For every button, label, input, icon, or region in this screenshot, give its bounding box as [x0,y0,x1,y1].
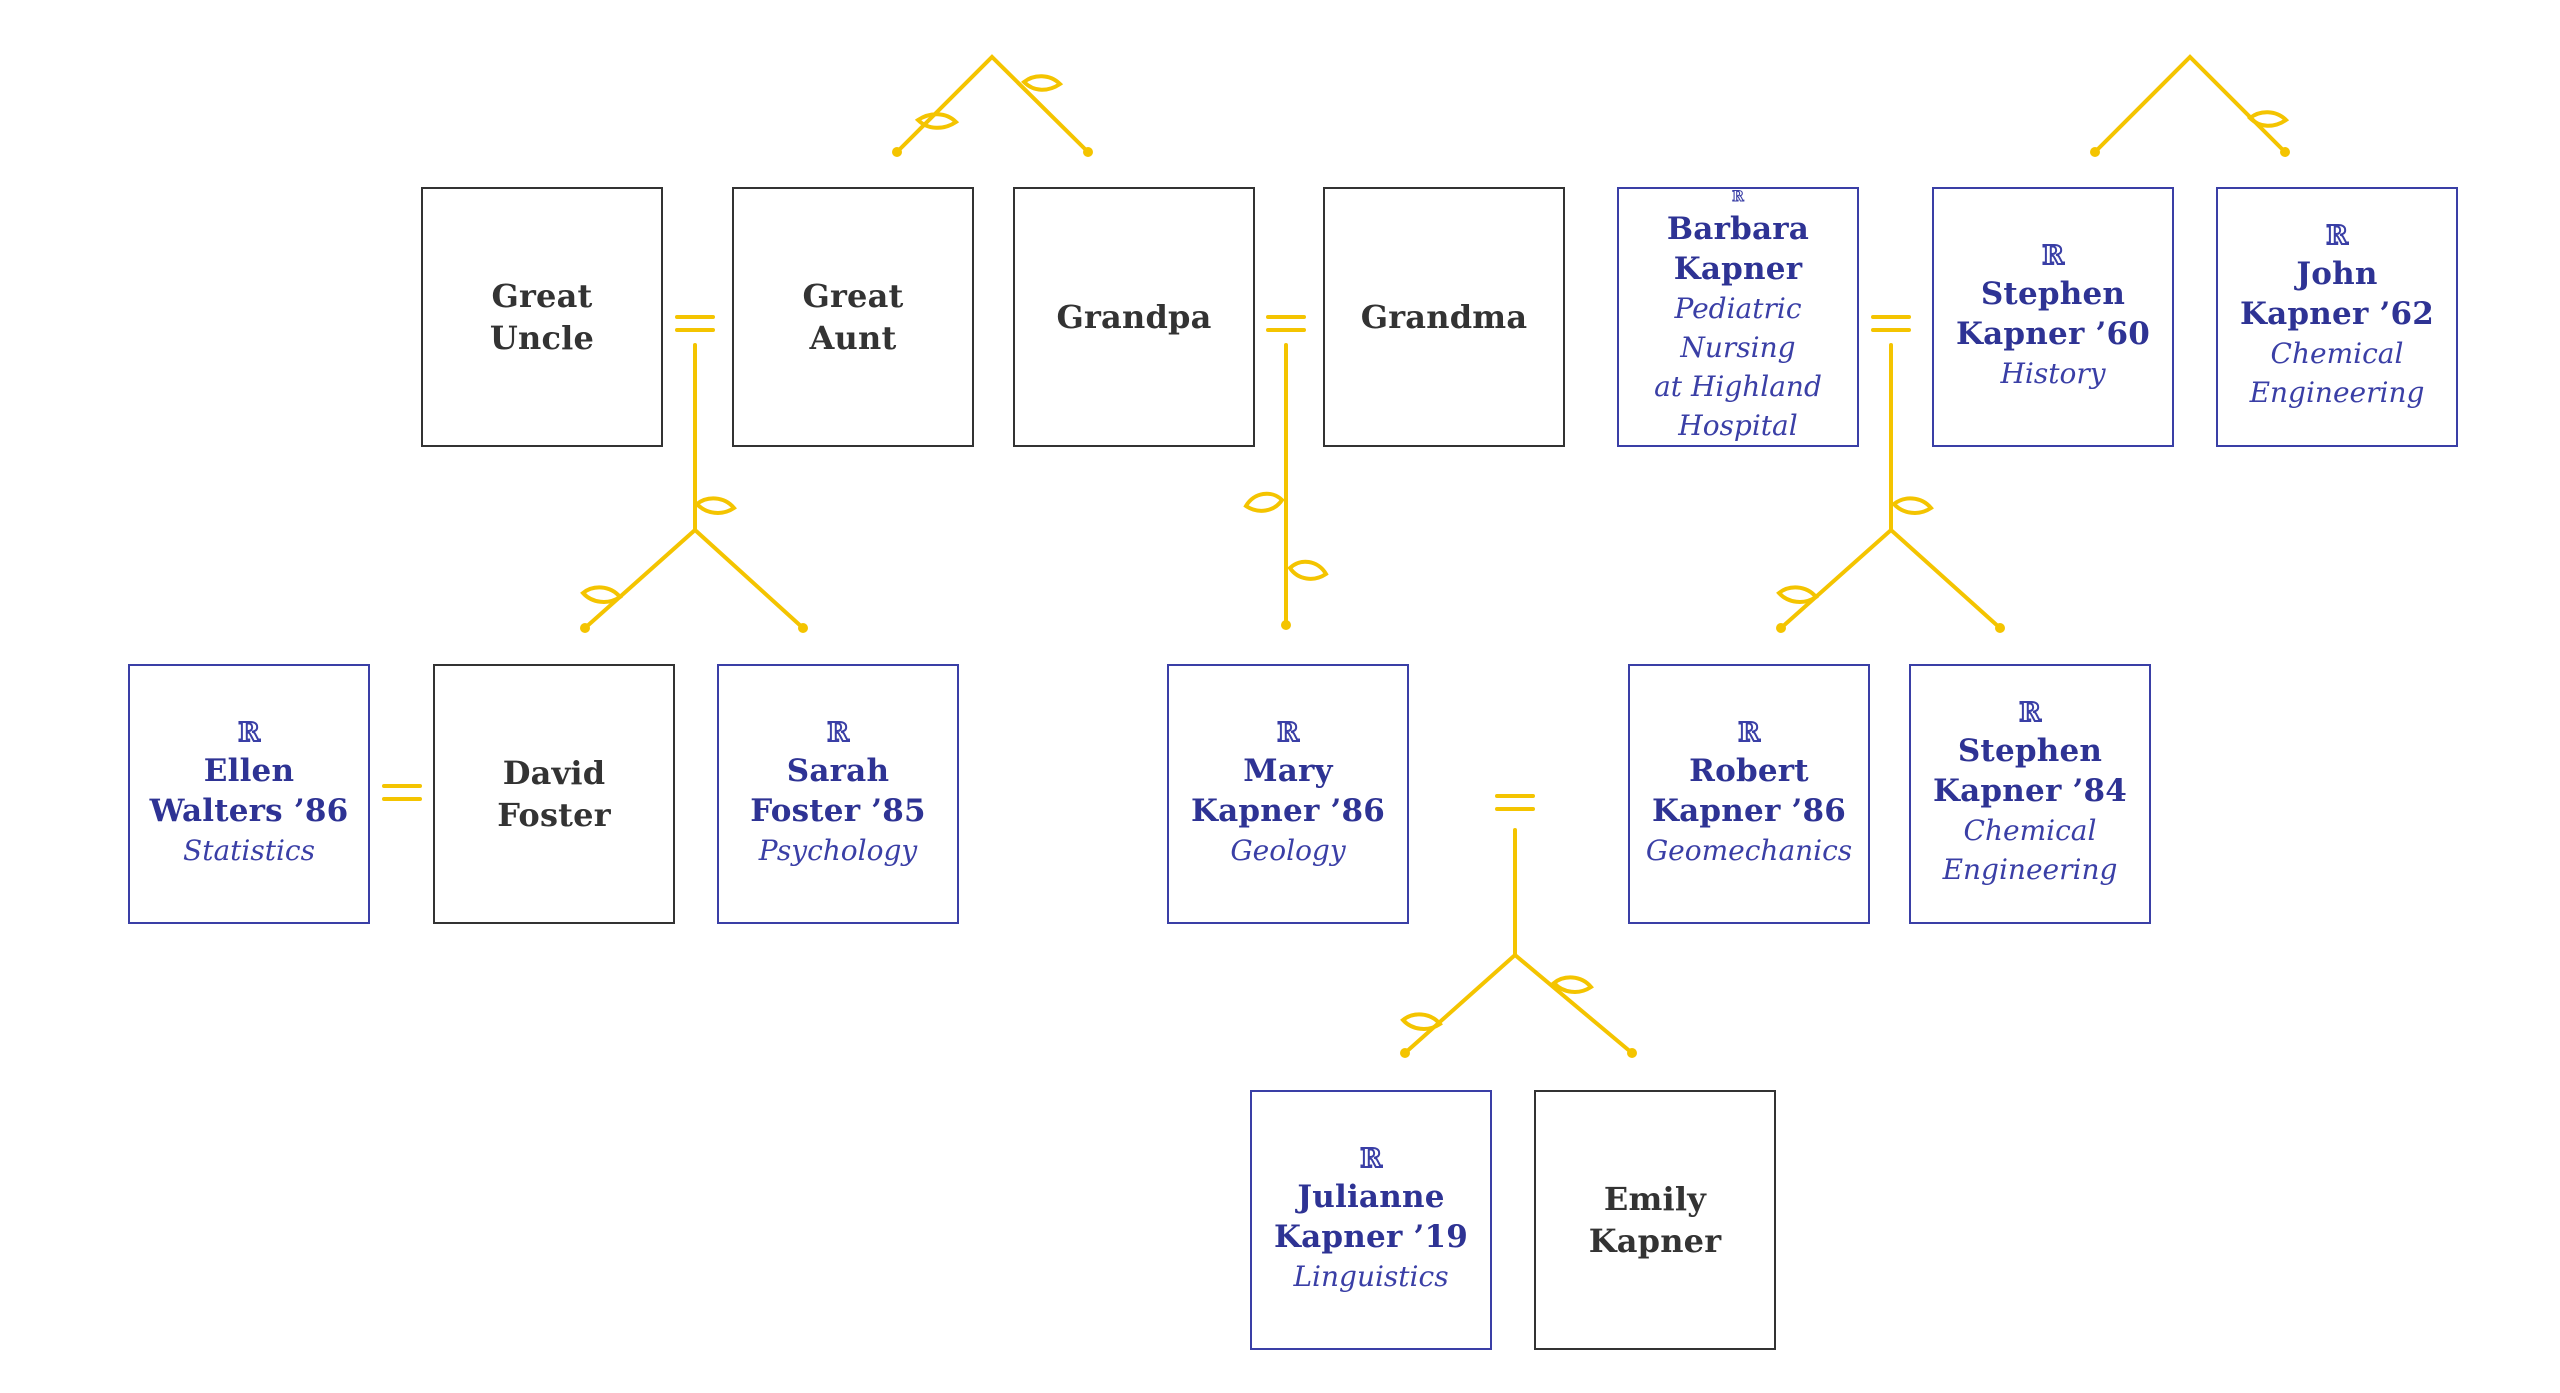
person-stephen-kapner-84: R Stephen Kapner ’84 Chemical Engineerin… [1909,664,2151,924]
svg-text:R: R [2042,242,2064,268]
person-name: David Foster [497,754,611,834]
leaf [1287,559,1329,581]
person-barbara-kapner: R Barbara Kapner Pediatric Nursing at Hi… [1617,187,1859,447]
svg-text:R: R [1732,189,1744,203]
leaf [1551,975,1594,994]
leaf [1400,1012,1443,1031]
branch-endpoint [1995,623,2005,633]
person-name: Stephen Kapner ’84 [1932,733,2128,809]
person-mary-kapner-86: R Mary Kapner ’86 Geology [1167,664,1409,924]
person-name: Grandpa [1056,298,1212,336]
leaf [694,496,737,515]
person-name: Stephen Kapner ’60 [1955,275,2151,352]
branch-endpoint [2280,147,2290,157]
person-robert-kapner-86: R Robert Kapner ’86 Geomechanics [1628,664,1870,924]
person-name: Great Uncle [489,277,595,357]
person-name: Mary Kapner ’86 [1190,752,1386,829]
branch-endpoint [1776,623,1786,633]
branch-endpoint [798,623,808,633]
leaf [2247,110,2290,128]
leaf [1776,585,1819,604]
person-major: Geomechanics [1645,833,1853,867]
rochester-r-logo-icon: R [2325,222,2349,248]
person-great-aunt: Great Aunt [732,187,974,447]
branch-endpoint [1281,620,1291,630]
branch-endpoints [580,147,2290,1058]
person-name: Julianne Kapner ’19 [1273,1178,1469,1255]
person-name: Great Aunt [802,277,904,357]
person-major: Pediatric Nursing at Highland Hospital [1654,292,1822,442]
rochester-r-logo-icon: R [1359,1145,1383,1171]
branch-endpoint [1083,147,1093,157]
rochester-r-logo-icon: R [826,719,850,745]
person-major: Geology [1230,833,1346,867]
leaf [1243,491,1285,513]
svg-text:R: R [1277,719,1299,745]
person-name: Ellen Walters ’86 [149,752,349,829]
person-sarah-foster-85: R Sarah Foster ’85 Psychology [717,664,959,924]
person-grandma: Grandma [1323,187,1565,447]
person-name: Grandma [1360,298,1528,336]
rochester-r-logo-icon: R [1737,719,1761,745]
rochester-r-logo-icon: R [2018,699,2042,725]
rochester-r-logo-icon: R [2041,242,2065,268]
leaf [580,585,623,604]
person-major: History [2000,356,2106,390]
person-major: Chemical Engineering [2249,337,2425,409]
branch-endpoint [2090,147,2100,157]
person-john-kapner-62: R John Kapner ’62 Chemical Engineering [2216,187,2458,447]
person-ellen-walters-86: R Ellen Walters ’86 Statistics [128,664,370,924]
person-julianne-kapner-19: R Julianne Kapner ’19 Linguistics [1250,1090,1492,1350]
person-emily-kapner: Emily Kapner [1534,1090,1776,1350]
person-name: Emily Kapner [1588,1180,1722,1260]
rochester-r-logo-icon: R [1276,719,1300,745]
rochester-r-logo-icon: R [1732,189,1745,203]
child-branch [1779,527,2002,630]
person-name: John Kapner ’62 [2239,256,2435,332]
person-major: Chemical Engineering [1942,814,2118,886]
leaf [1891,496,1934,515]
branch-endpoint [1400,1048,1410,1058]
person-david-foster: David Foster [433,664,675,924]
person-name: Robert Kapner ’86 [1651,752,1847,829]
person-grandpa: Grandpa [1013,187,1255,447]
leaf [914,112,960,130]
person-name: Sarah Foster ’85 [750,752,926,829]
person-stephen-kapner-60: R Stephen Kapner ’60 History [1932,187,2174,447]
person-great-uncle: Great Uncle [421,187,663,447]
child-branch [1403,952,1634,1055]
person-name: Barbara Kapner [1666,211,1810,287]
leaf [1021,74,1064,92]
svg-text:R: R [827,719,849,745]
branch-endpoint [1627,1048,1637,1058]
svg-text:R: R [2326,222,2348,248]
person-major: Linguistics [1293,1259,1449,1293]
parent-branch-right [2093,54,2287,154]
branch-lines [382,54,2290,1055]
branch-endpoint [580,623,590,633]
child-branch [583,527,805,630]
svg-text:R: R [238,719,260,745]
svg-text:R: R [2019,699,2041,725]
svg-text:R: R [1360,1145,1382,1171]
rochester-r-logo-icon: R [237,719,261,745]
parent-branch-left [895,54,1090,154]
person-major: Psychology [758,833,918,867]
svg-text:R: R [1738,719,1760,745]
branch-endpoint [892,147,902,157]
person-major: Statistics [183,833,315,867]
